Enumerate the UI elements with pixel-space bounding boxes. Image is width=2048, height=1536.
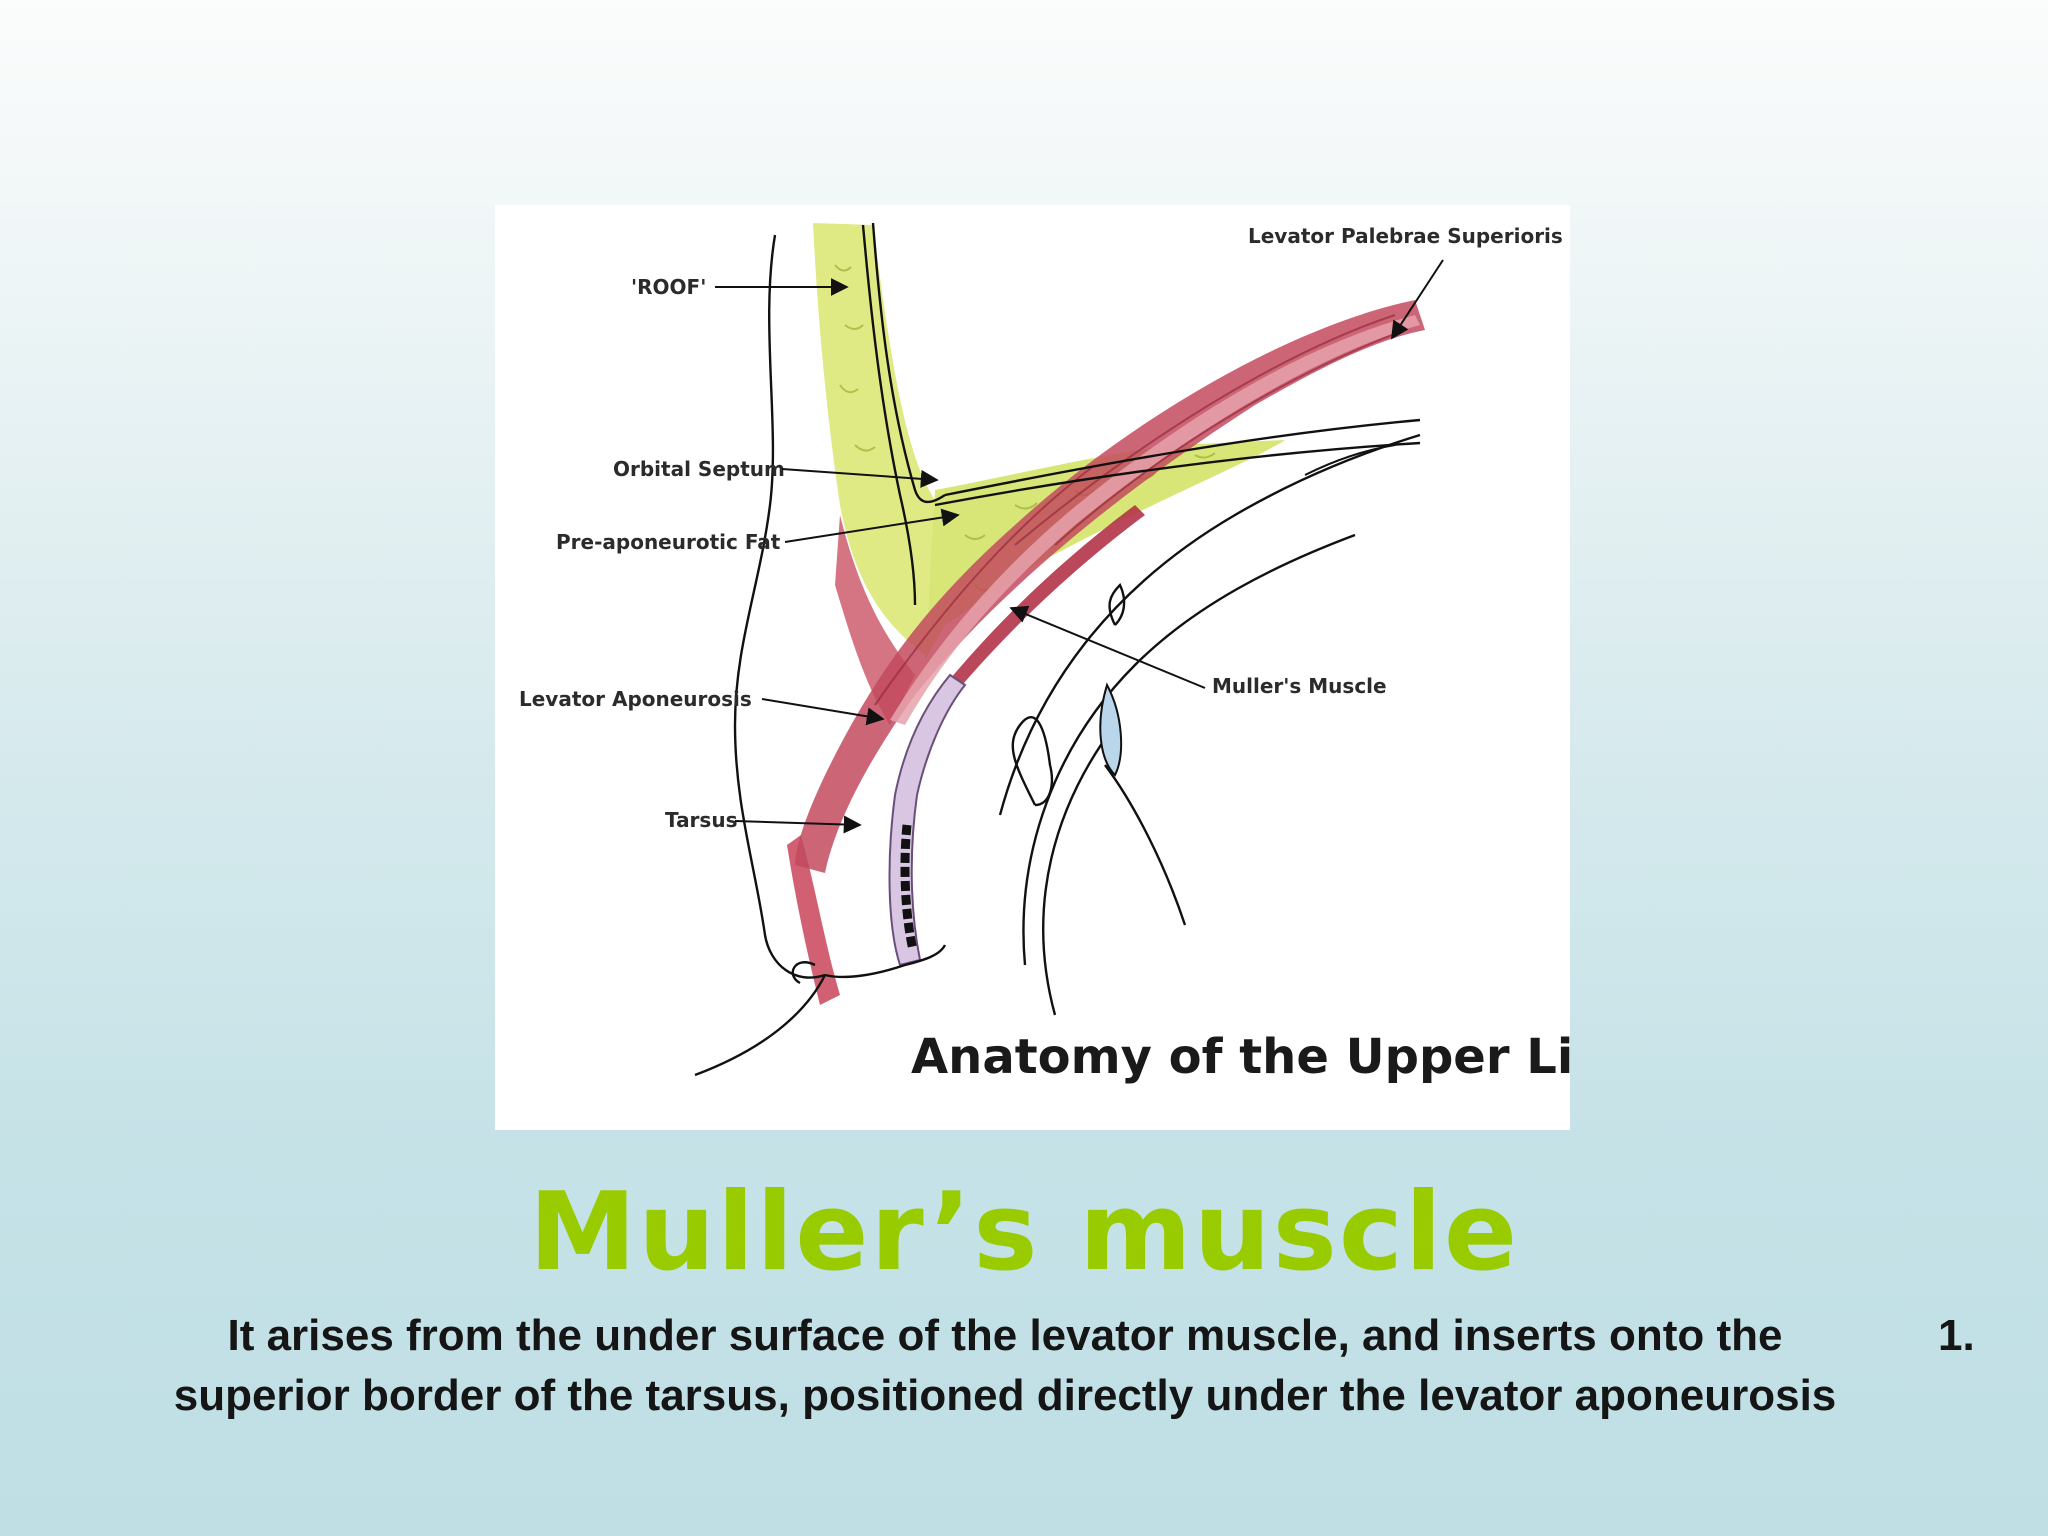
label-levator-aponeurosis: Levator Aponeurosis <box>519 687 885 726</box>
label-tarsus: Tarsus <box>665 808 862 834</box>
svg-text:Levator Palebrae Superioris: Levator Palebrae Superioris <box>1248 224 1563 248</box>
svg-text:'ROOF': 'ROOF' <box>631 275 706 299</box>
label-levator-palebrae: Levator Palebrae Superioris <box>1248 224 1563 340</box>
svg-text:Muller's Muscle: Muller's Muscle <box>1212 674 1387 698</box>
lid-margin-red <box>787 835 840 1005</box>
svg-text:Pre-aponeurotic Fat: Pre-aponeurotic Fat <box>556 530 781 554</box>
mullers-muscle-strip <box>945 505 1145 691</box>
figure-title: Anatomy of the Upper Lid <box>911 1029 1570 1085</box>
list-number: 1. <box>1938 1311 1975 1360</box>
svg-text:Orbital Septum: Orbital Septum <box>613 457 785 481</box>
label-mullers-muscle: Muller's Muscle <box>1009 605 1387 698</box>
svg-text:Levator Aponeurosis: Levator Aponeurosis <box>519 687 752 711</box>
preaponeurotic-fat-region <box>925 440 1285 660</box>
label-orbital-septum: Orbital Septum <box>613 457 939 488</box>
cornea-blue <box>1099 682 1123 777</box>
roof-fat-region <box>813 223 935 655</box>
slide-body-text: It arises from the under surface of the … <box>173 1311 1837 1420</box>
meibomian-gland <box>900 824 918 952</box>
slide-title: Muller’s muscle <box>528 1170 1520 1295</box>
svg-text:Tarsus: Tarsus <box>665 808 737 832</box>
label-preaponeurotic-fat: Pre-aponeurotic Fat <box>556 508 960 554</box>
anatomy-figure: 'ROOF' Levator Palebrae Superioris Orbit… <box>495 205 1570 1130</box>
label-roof: 'ROOF' <box>631 275 849 299</box>
